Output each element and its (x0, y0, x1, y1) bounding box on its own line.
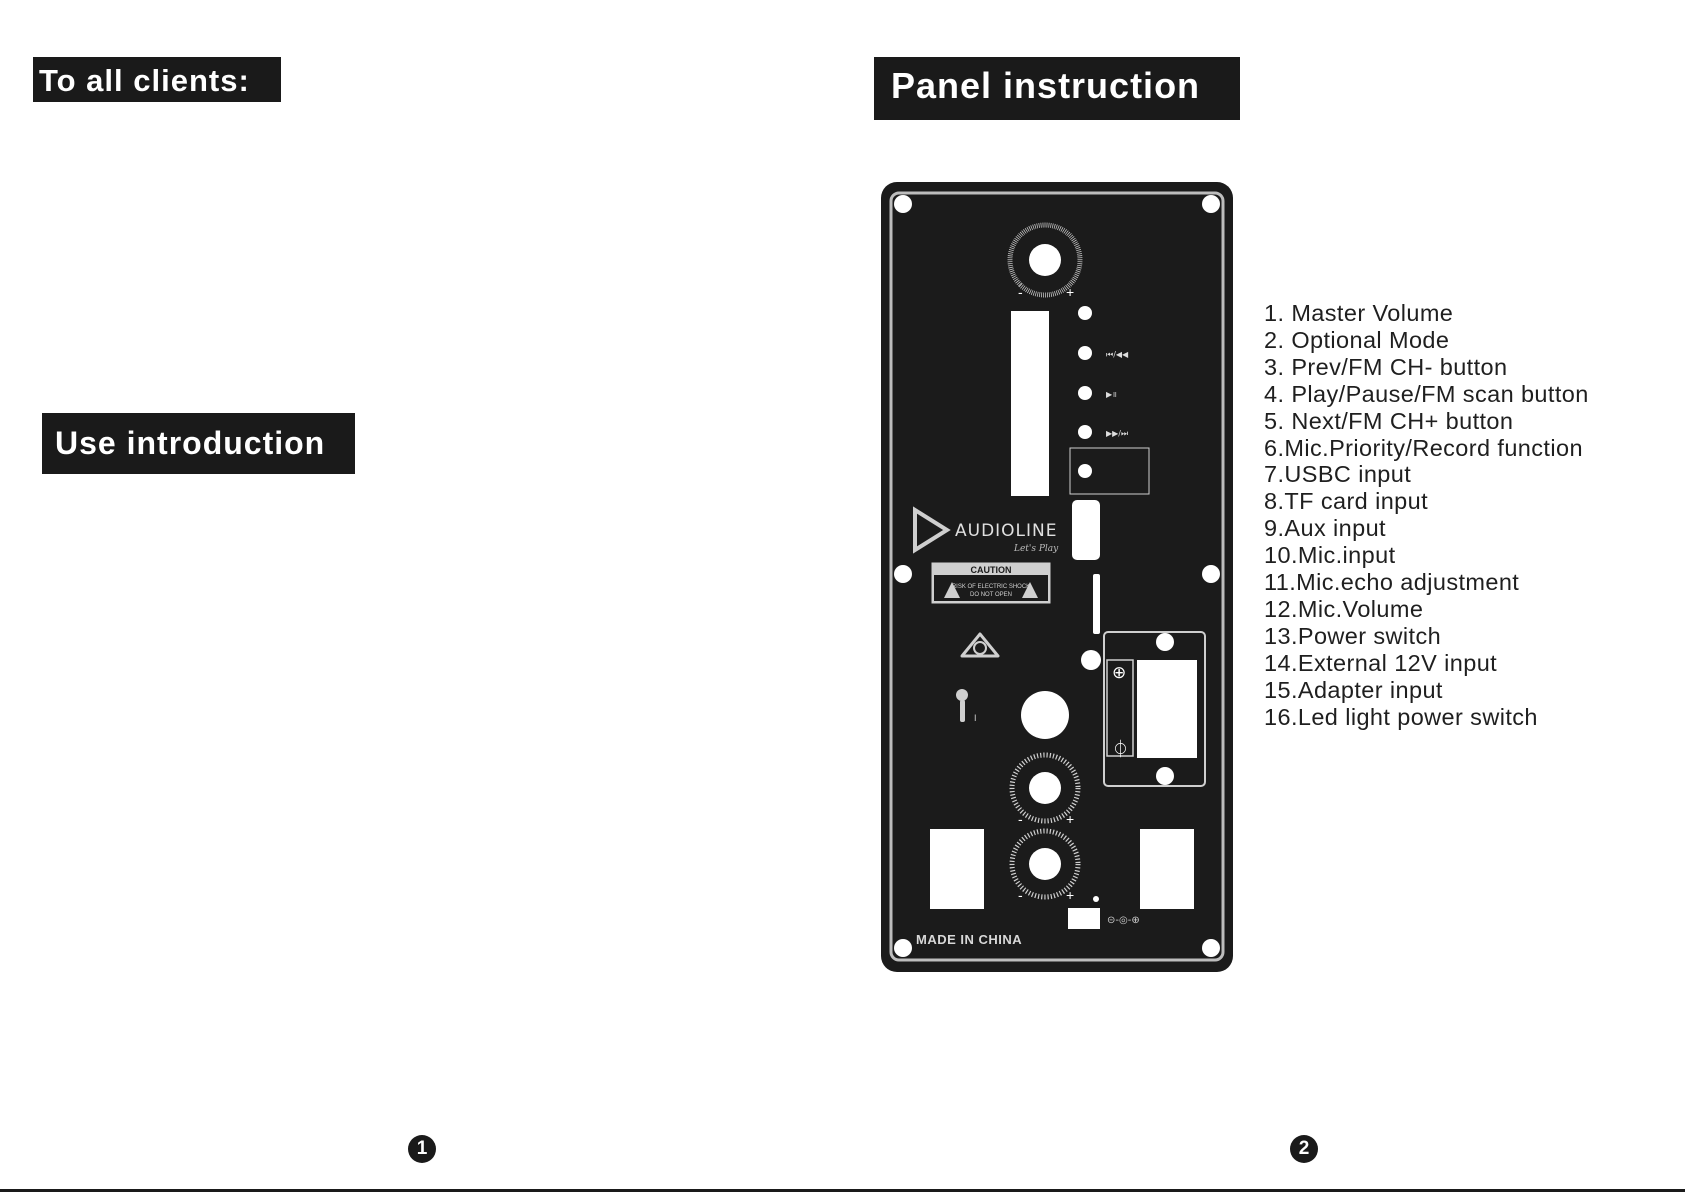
mic-echo-knob-scale (1009, 752, 1081, 824)
mic-volume-knob-scale (1009, 828, 1081, 900)
heading-to-all-clients: To all clients: (33, 57, 281, 102)
warning-icon (944, 582, 960, 598)
power-switch-screw (1156, 633, 1174, 651)
page-number-1: 1 (408, 1135, 436, 1163)
tf-card-slot[interactable] (1093, 574, 1100, 634)
caution-title: CAUTION (971, 565, 1012, 575)
power-switch-screw (1156, 767, 1174, 785)
screw-hole (1202, 565, 1220, 583)
panel-border (889, 191, 1225, 962)
legend-item: 11.Mic.echo adjustment (1264, 569, 1520, 596)
legend-item: 3. Prev/FM CH- button (1264, 353, 1508, 380)
knob-plus-label: + (1066, 887, 1074, 903)
legend-item: 7.USBC input (1264, 461, 1412, 488)
mic-input-jack[interactable] (1021, 691, 1069, 739)
caution-line-1: RISK OF ELECTRIC SHOCK (952, 584, 1030, 590)
legend-item: 1. Master Volume (1264, 300, 1454, 326)
mic-icon (960, 700, 965, 722)
display-window (1011, 311, 1049, 496)
legend-item: 4. Play/Pause/FM scan button (1264, 380, 1589, 407)
legend-item: 2. Optional Mode (1264, 326, 1450, 353)
knob-minus-label: - (1018, 811, 1023, 827)
external-12v-input[interactable] (930, 829, 984, 909)
prev-button[interactable] (1078, 346, 1092, 360)
page-bottom-rule (0, 1189, 1685, 1192)
page-number-2: 2 (1290, 1135, 1318, 1163)
usbc-port[interactable] (1072, 500, 1100, 560)
brand-tagline: Let's Play (1013, 544, 1059, 554)
legend-item: 5. Next/FM CH+ button (1264, 407, 1514, 434)
certification-mark-check (973, 641, 987, 655)
adapter-indicator (1093, 896, 1099, 902)
optional-mode-button[interactable] (1078, 306, 1092, 320)
warning-icon (1022, 582, 1038, 598)
screw-hole (1202, 939, 1220, 957)
mic-volume-knob[interactable] (1029, 848, 1061, 880)
brand-name: AUDIOLINE (955, 521, 1058, 541)
legend-item: 8.TF card input (1264, 488, 1429, 515)
mic-echo-knob[interactable] (1029, 772, 1061, 804)
play-pause-button[interactable] (1078, 386, 1092, 400)
screw-hole (894, 939, 912, 957)
knob-minus-label: - (1018, 887, 1023, 903)
power-on-symbol: ⊕ (1112, 663, 1126, 683)
mic-icon-head (956, 689, 968, 701)
screw-hole (894, 195, 912, 213)
next-button[interactable] (1078, 425, 1092, 439)
knob-minus-label: - (1018, 284, 1023, 300)
prev-button-label: ⏮/◀◀ (1106, 350, 1129, 359)
play-pause-button-label: ▶॥ (1106, 390, 1117, 399)
legend-item: 13.Power switch (1264, 622, 1442, 649)
adapter-input[interactable] (1068, 908, 1100, 929)
mic-priority-frame (1069, 447, 1150, 495)
legend-item: 6.Mic.Priority/Record function (1264, 434, 1583, 461)
power-switch-frame (1103, 631, 1206, 787)
panel-diagram: - + ⏮/◀◀ ▶॥ ▶▶/⏭ AUDIOLINE Let's Play CA… (881, 182, 1233, 972)
power-switch[interactable] (1137, 660, 1197, 758)
master-volume-knob[interactable] (1029, 244, 1061, 276)
heading-use-introduction: Use introduction (42, 413, 355, 474)
screw-hole (1202, 195, 1220, 213)
power-off-symbol: ⏀ (1112, 739, 1129, 760)
heading-panel-instruction: Panel instruction (874, 57, 1240, 120)
panel-legend: 1. Master Volume 2. Optional Mode 3. Pre… (1264, 300, 1589, 731)
screw-hole (894, 565, 912, 583)
legend-item: 16.Led light power switch (1264, 703, 1538, 730)
legend-item: 14.External 12V input (1264, 649, 1498, 676)
certification-mark-icon (960, 632, 1000, 658)
legend-item: 9.Aux input (1264, 515, 1386, 542)
legend-item: 12.Mic.Volume (1264, 595, 1424, 622)
made-in-label: MADE IN CHINA (916, 932, 1022, 947)
next-button-label: ▶▶/⏭ (1106, 429, 1128, 438)
legend-item: 10.Mic.input (1264, 542, 1396, 569)
brand-logo-icon (913, 506, 951, 554)
aux-input-jack[interactable] (1081, 650, 1101, 670)
caution-line-2: DO NOT OPEN (970, 592, 1012, 598)
mic-priority-button[interactable] (1078, 464, 1092, 478)
dc-polarity-symbol: ⊝-◎-⊕ (1107, 915, 1140, 926)
led-light-switch[interactable] (1140, 829, 1194, 909)
knob-plus-label: + (1066, 284, 1074, 300)
mic-channel-label: I (974, 713, 977, 723)
legend-item: 15.Adapter input (1264, 676, 1443, 703)
panel-plate (881, 182, 1233, 972)
knob-plus-label: + (1066, 811, 1074, 827)
power-switch-divider (1106, 659, 1134, 757)
